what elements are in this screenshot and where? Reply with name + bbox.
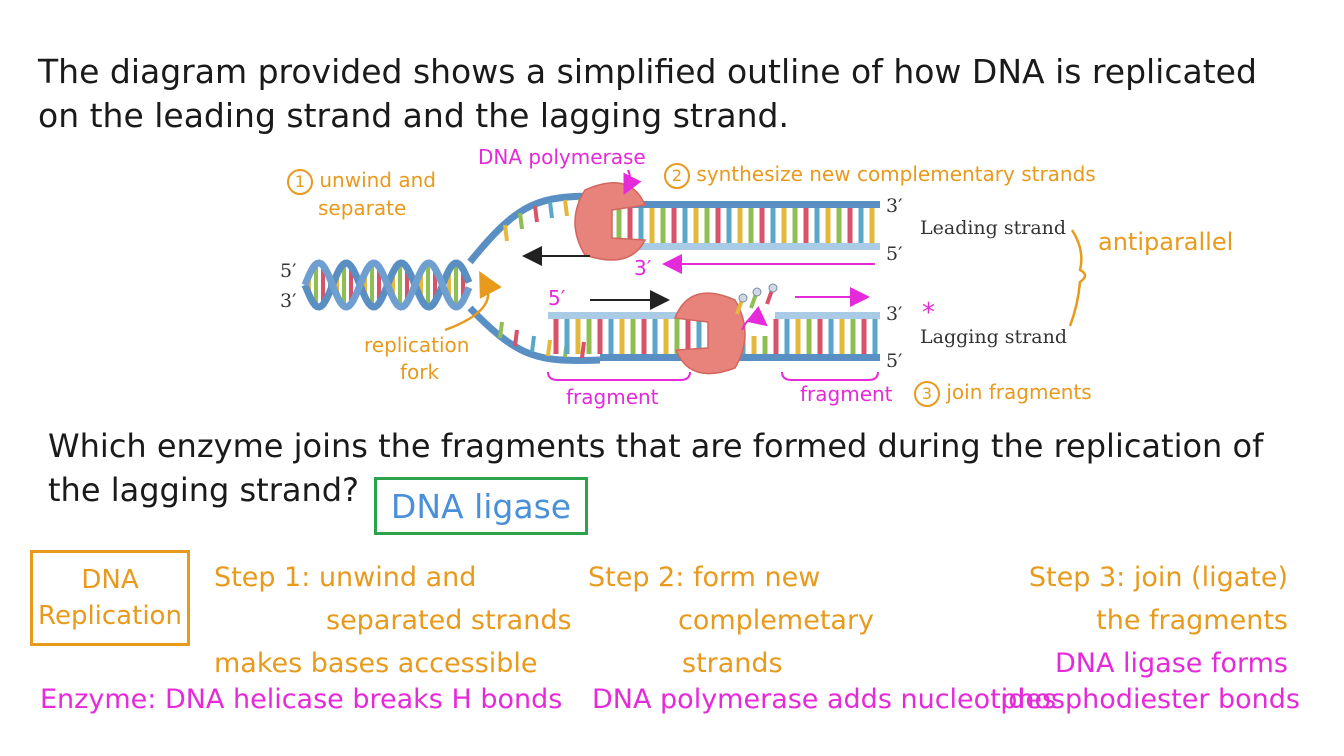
fork-lower-strand <box>467 305 601 364</box>
leading-strand-region <box>574 182 880 261</box>
fork-label-line2: fork <box>400 360 440 384</box>
free-nucleotide-head <box>752 287 762 297</box>
free-nucleotide-head <box>738 293 748 303</box>
title-line-2: Replication <box>38 601 182 631</box>
step3-annotation: 3 join fragments <box>914 380 1092 407</box>
leading-dna-polymerase <box>574 182 647 261</box>
fork-unpaired-base <box>530 335 536 353</box>
antiparallel-label: antiparallel <box>1098 228 1234 256</box>
diagram-annotations <box>444 169 1087 381</box>
answer-text: DNA ligase <box>390 486 572 526</box>
enzyme-helicase: Enzyme: DNA helicase breaks H bonds <box>40 684 562 715</box>
fork-unpaired-base <box>580 341 586 359</box>
fork-unpaired-base <box>548 201 554 219</box>
step2-line3: strands <box>682 648 783 679</box>
lag-bottom-5prime-label: 5′ <box>886 350 903 372</box>
fork-unpaired-base <box>546 339 552 357</box>
asterisk-mark: * <box>922 298 935 328</box>
fork-unpaired-base <box>498 321 504 339</box>
fork-unpaired-base <box>503 224 509 242</box>
fork-unpaired-base <box>513 329 519 347</box>
step1-text-line1: unwind and <box>319 168 436 192</box>
lag-top-3prime-label: 3′ <box>886 303 903 325</box>
lagging-strand-region <box>548 283 880 375</box>
step1-heading: Step 1: <box>214 562 311 593</box>
title-line-1: DNA <box>81 565 139 595</box>
fork-unpaired-base <box>518 212 524 230</box>
left-3prime-label: 3′ <box>280 290 297 312</box>
step2-annotation: 2 synthesize new complementary strands <box>664 162 1096 189</box>
answer-box: DNA ligase <box>374 477 588 535</box>
dna-polymerase-label: DNA polymerase <box>478 145 646 169</box>
lagging-fragment-2-backbone <box>775 312 880 319</box>
fragment-label-1: fragment <box>566 385 659 409</box>
step3-line1: join (ligate) <box>1133 562 1288 593</box>
lagging-dna-polymerase <box>673 292 746 375</box>
step2-block: Step 2: form new complemetary strands <box>588 556 874 685</box>
step1-block: Step 1: unwind and separated strands mak… <box>214 556 572 685</box>
step1-annotation: 1 unwind and <box>287 168 436 195</box>
step2-line1: form new <box>692 562 821 593</box>
step1-line3: makes bases accessible <box>214 648 538 679</box>
lead-top-3prime-label: 3′ <box>886 195 903 217</box>
free-nucleotide-head <box>768 283 778 293</box>
intro-line-2: on the leading strand and the lagging st… <box>38 96 789 135</box>
step3-number: 3 <box>914 381 940 407</box>
step2-text: synthesize new complementary strands <box>696 162 1096 186</box>
step2-heading: Step 2: <box>588 562 685 593</box>
question-text: Which enzyme joins the fragments that ar… <box>48 427 1264 509</box>
step3-block: Step 3: join (ligate) the fragments <box>1029 556 1288 642</box>
free-nucleotide <box>765 289 774 305</box>
step3-text: join fragments <box>946 380 1092 404</box>
fragment-label-2: fragment <box>800 382 893 406</box>
intro-text: The diagram provided shows a simplified … <box>38 50 1257 138</box>
enzyme-ligase-text: phosphodiester bonds <box>1000 684 1300 715</box>
enzyme-helicase-text: DNA helicase breaks H bonds <box>164 684 563 715</box>
fork-pointer-arrow <box>444 270 502 332</box>
lead-bottom-5prime-label: 5′ <box>886 243 903 265</box>
step3-heading: Step 3: <box>1028 562 1126 593</box>
nucleotide-entry-arrow <box>741 305 768 331</box>
lagging-strand-label: Lagging strand <box>920 326 1067 348</box>
step1-line1: unwind and <box>318 562 477 593</box>
enzyme-polymerase-text: DNA polymerase adds nucleotides <box>592 684 1057 715</box>
step1-text-line2: separate <box>318 196 407 220</box>
leading-strand-label: Leading strand <box>920 217 1067 239</box>
antiparallel-brace <box>1068 229 1087 327</box>
step1-number: 1 <box>287 169 313 195</box>
fragment-bracket-2 <box>781 371 879 381</box>
helix-backbone-2 <box>301 259 473 311</box>
fragment-bracket-1 <box>547 371 691 381</box>
leading-3prime-annotation: 3′ <box>634 256 652 280</box>
intro-line-1: The diagram provided shows a simplified … <box>38 52 1257 91</box>
step2-number: 2 <box>664 163 690 189</box>
lagging-5prime-annotation: 5′ <box>548 286 566 310</box>
lagging-fragment-1-backbone <box>548 312 698 319</box>
leading-parent-backbone <box>600 201 880 208</box>
free-nucleotide <box>749 293 758 309</box>
step3-line3: DNA ligase forms <box>1054 648 1288 679</box>
step2-line2: complemetary <box>678 605 875 636</box>
left-5prime-label: 5′ <box>280 260 297 282</box>
leading-new-backbone <box>600 243 880 250</box>
fork-unpaired-base <box>533 205 539 223</box>
free-nucleotide <box>735 299 744 315</box>
dna-replication-diagram <box>301 169 1087 381</box>
step1-line2: separated strands <box>326 605 572 636</box>
fork-unpaired-base <box>563 199 569 217</box>
polymerase-pointer-arrow <box>623 169 642 195</box>
fork-label-line1: replication <box>364 333 470 357</box>
replication-title-box: DNA Replication <box>30 550 190 646</box>
enzyme-label: Enzyme: <box>40 684 157 715</box>
step3-line2: the fragments <box>1096 605 1288 636</box>
